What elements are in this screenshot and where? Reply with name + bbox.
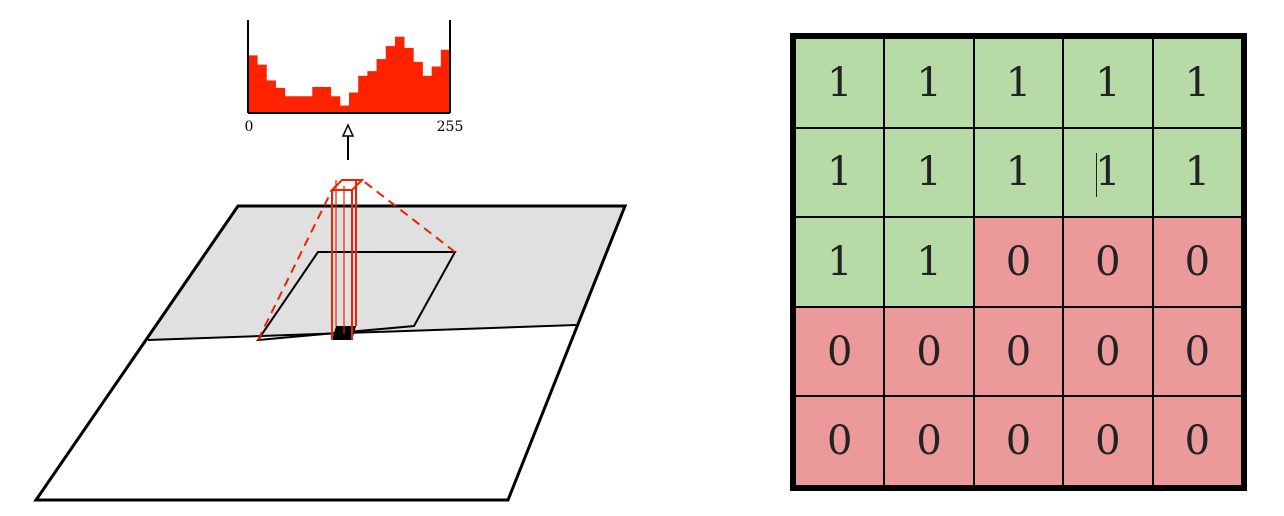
histogram-bar — [385, 46, 396, 113]
plane-white-region — [36, 325, 576, 500]
histogram-bars — [248, 36, 451, 113]
histogram-bar — [339, 105, 350, 113]
histogram-bar — [440, 49, 451, 113]
grid-cell: 1 — [795, 38, 885, 128]
projection-line-left — [257, 189, 333, 341]
arrow-head — [341, 123, 355, 137]
spatial-histogram-diagram: 0 255 — [33, 20, 628, 502]
region-divider-line — [147, 324, 577, 341]
histogram-bar — [321, 86, 332, 113]
histogram-bar — [275, 87, 286, 113]
histogram-bar — [413, 61, 423, 113]
grid-cell: 1 — [1152, 127, 1242, 218]
grid-cell: 0 — [884, 396, 974, 486]
grid-cell: 0 — [1063, 306, 1153, 397]
grid-cell: 0 — [1152, 217, 1242, 307]
histogram-bar — [284, 96, 295, 113]
text-caret — [1096, 152, 1098, 197]
grid-cell: 0 — [1063, 217, 1153, 307]
grid-cell: 0 — [1063, 396, 1153, 486]
plane-shaded-region — [148, 206, 625, 340]
grid-cell: 0 — [884, 306, 974, 397]
histogram-bar — [431, 66, 442, 113]
grid-cell: 0 — [795, 306, 885, 397]
histogram-bar — [303, 96, 313, 113]
histogram-bar — [266, 80, 276, 113]
grid-cell: 0 — [973, 396, 1064, 486]
grid-cell: 0 — [973, 217, 1064, 307]
histogram-min-label: 0 — [245, 119, 254, 135]
grid-cell: 1 — [884, 38, 974, 128]
grid-cell: 1 — [795, 217, 885, 307]
histogram: 0 255 — [245, 20, 464, 135]
histogram-bar — [358, 75, 368, 113]
grid-cell: 0 — [973, 306, 1064, 397]
histogram-bar — [257, 64, 267, 113]
histogram-bar — [394, 36, 405, 113]
pixel-column — [329, 179, 365, 340]
grid-cell: 0 — [795, 396, 885, 486]
histogram-bar — [248, 55, 258, 113]
grid-cell: 1 — [1152, 38, 1242, 128]
histogram-max-label: 255 — [437, 119, 464, 135]
histogram-bar — [422, 75, 433, 113]
grid-cell: 0 — [1152, 396, 1242, 486]
histogram-bar — [312, 86, 322, 113]
grid-cell: 1 — [973, 127, 1064, 218]
grid-cell: 1 — [973, 38, 1064, 128]
grid-cell: 1 — [1063, 127, 1153, 218]
projection-line-right — [361, 179, 456, 253]
histogram-bar — [376, 59, 387, 113]
grid-cell: 1 — [884, 127, 974, 218]
histogram-bar — [293, 96, 304, 113]
grid-cell: 1 — [795, 127, 885, 218]
grid-cell: 1 — [1063, 38, 1153, 128]
histogram-bar — [367, 71, 377, 113]
image-plane-outline — [33, 204, 628, 502]
grid-cell: 0 — [1152, 306, 1242, 397]
histogram-bar — [404, 47, 414, 113]
histogram-bar — [349, 92, 359, 113]
histogram-bar — [330, 96, 341, 113]
grid-cell: 1 — [884, 217, 974, 307]
